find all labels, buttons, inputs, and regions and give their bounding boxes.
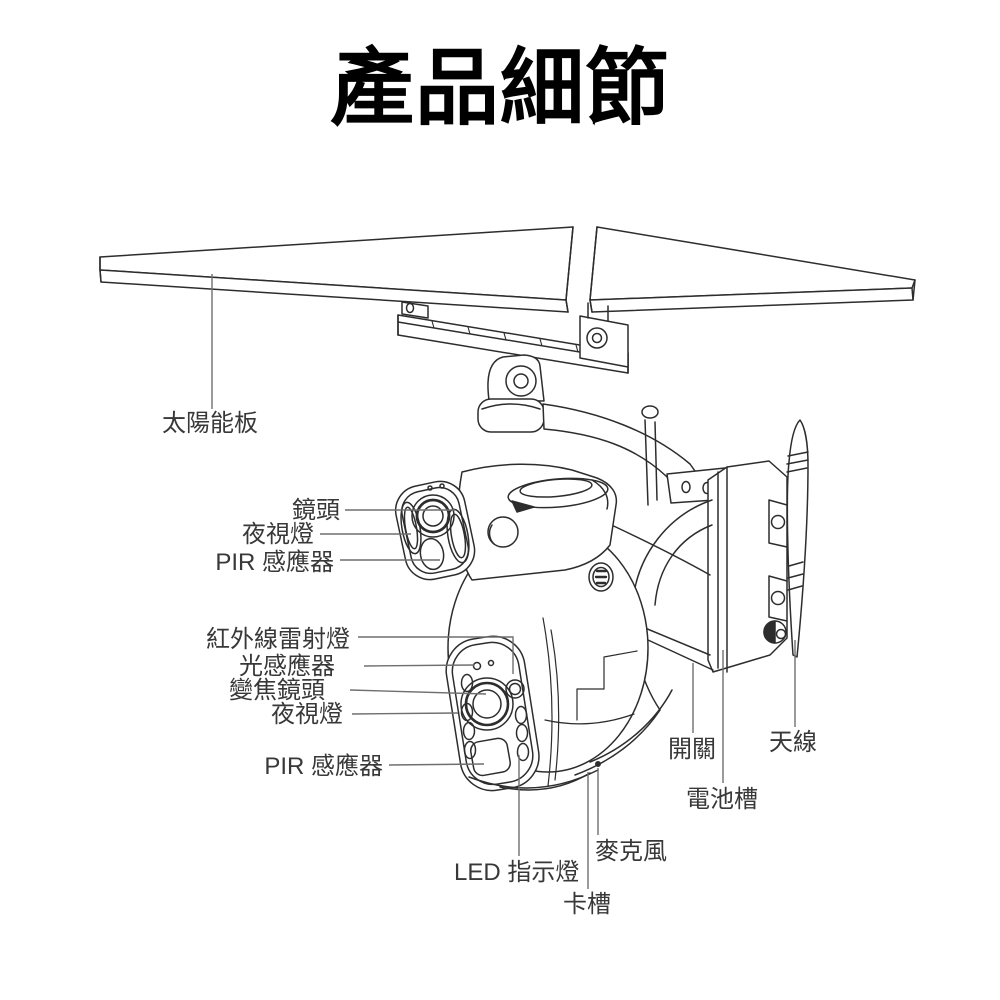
microphone-hole	[595, 761, 601, 767]
leader-lines	[211, 274, 796, 889]
light-sensor-dot	[472, 661, 482, 671]
pir-sensor-bottom-window	[469, 737, 511, 777]
leader-zoom-lens	[349, 689, 487, 695]
label-switch: 開關	[668, 736, 716, 763]
leader-light-sensor	[363, 664, 475, 667]
pole-hinge-drawing	[477, 354, 545, 433]
speaker-detail	[588, 562, 614, 592]
bullet-camera-drawing	[394, 463, 618, 581]
lower-front-face	[445, 635, 540, 792]
label-pir-sensor-bottom: PIR 感應器	[264, 753, 383, 780]
pir-sensor-top-window	[419, 537, 445, 571]
leader-pir-bottom	[388, 763, 485, 766]
label-light-sensor: 光感應器	[239, 653, 335, 680]
label-night-vision-bottom: 夜視燈	[271, 701, 343, 728]
solar-panel-drawing	[99, 226, 916, 313]
leader-night-vision-bottom	[351, 712, 459, 715]
label-night-vision-top: 夜視燈	[242, 521, 314, 548]
label-solar-panel: 太陽能板	[162, 410, 258, 437]
label-zoom-lens: 變焦鏡頭	[229, 677, 325, 704]
ir-laser-and-led-column-right	[505, 679, 530, 762]
ir-led-column-left	[460, 673, 477, 760]
antenna-drawing	[786, 419, 809, 658]
label-led-indicator: LED 指示燈	[454, 859, 580, 886]
label-microphone: 麥克風	[595, 838, 667, 865]
wall-mount-box-drawing	[666, 460, 788, 673]
label-ir-laser: 紅外線雷射燈	[206, 626, 350, 653]
label-battery-slot: 電池槽	[686, 786, 758, 813]
mount-rail-drawing	[397, 301, 629, 374]
label-card-slot: 卡槽	[563, 891, 611, 918]
ball-bottom-drawing	[468, 761, 601, 791]
bullet-face	[394, 480, 476, 581]
label-antenna: 天線	[769, 729, 817, 756]
label-lens: 鏡頭	[292, 497, 340, 524]
leader-ir-laser	[358, 636, 514, 674]
page-title: 產品細節	[329, 41, 670, 135]
label-pir-sensor-top: PIR 感應器	[215, 549, 334, 576]
